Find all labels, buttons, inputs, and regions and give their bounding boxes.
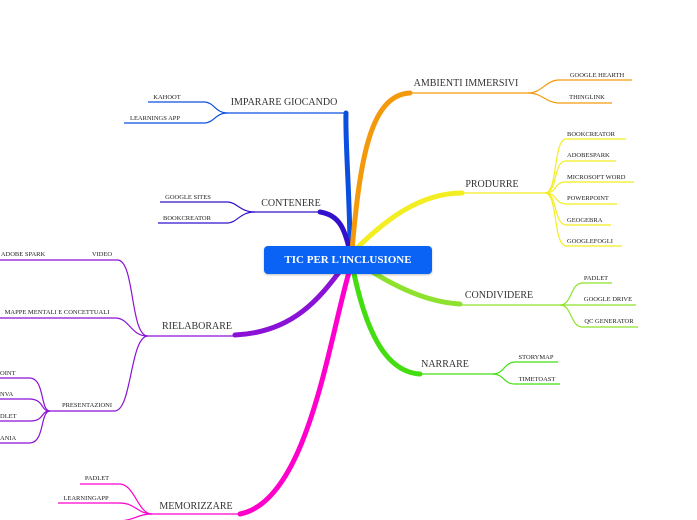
leaf-microsoft-word[interactable]: MICROSOFT WORD [567, 174, 626, 181]
leaf-kahoot[interactable]: KAHOOT [153, 94, 180, 101]
leaf-presentazioni-4[interactable]: ANIA [0, 435, 17, 442]
leaf-bookcreator-produrre[interactable]: BOOKCREATOR [567, 131, 616, 138]
leaf-googlefogli[interactable]: GOOGLEFOGLI [567, 238, 613, 245]
leaf-presentazioni-2[interactable]: NVA [0, 391, 14, 398]
node-rielaborare[interactable]: RIELABORARE [162, 321, 232, 332]
leaf-geogebra[interactable]: GEOGEBRA [567, 217, 603, 224]
leaf-google-drive[interactable]: GOOGLE DRIVE [584, 296, 632, 303]
node-imparare[interactable]: IMPARARE GIOCANDO [231, 97, 338, 108]
leaf-qc-generator[interactable]: QC GENERATOR [584, 318, 634, 325]
node-condividere[interactable]: CONDIVIDERE [465, 290, 533, 301]
node-video[interactable]: VIDEO [92, 251, 113, 258]
leaf-presentazioni-1[interactable]: OINT [0, 370, 16, 377]
node-produrre[interactable]: PRODURRE [465, 179, 518, 190]
leaf-adobe-spark[interactable]: ADOBE SPARK [1, 251, 46, 258]
node-ambienti[interactable]: AMBIENTI IMMERSIVI [414, 78, 519, 89]
leaf-padlet-memorizzare[interactable]: PADLET [85, 475, 109, 482]
leaf-learnings-app[interactable]: LEARNINGS APP [130, 115, 180, 122]
trunk-produrre [352, 190, 465, 253]
leaf-presentazioni-3[interactable]: DLET [0, 413, 17, 420]
central-topic[interactable]: TIC PER L'INCLUSIONE [264, 246, 432, 274]
leaf-bookcreator-contenere[interactable]: BOOKCREATOR [163, 215, 212, 222]
trunk-narrare [349, 261, 423, 377]
leaf-learningapp[interactable]: LEARNINGAPP [63, 495, 109, 502]
leaf-thinglink[interactable]: THINGLINK [569, 94, 605, 101]
node-narrare[interactable]: NARRARE [421, 359, 469, 370]
leaf-google-hearth[interactable]: GOOGLE HEARTH [570, 72, 625, 79]
trunk-memorizzare [237, 259, 355, 517]
leaf-padlet-condividere[interactable]: PADLET [584, 275, 608, 282]
leaf-google-sites[interactable]: GOOGLE SITES [165, 194, 211, 201]
node-mappe[interactable]: MAPPE MENTALI E CONCETTUALI [5, 309, 110, 316]
node-presentazioni[interactable]: PRESENTAZIONI [62, 402, 112, 409]
leaf-adobespark[interactable]: ADOBESPARK [567, 152, 610, 159]
node-contenere[interactable]: CONTENERE [261, 198, 320, 209]
leaf-powerpoint[interactable]: POWERPOINT [567, 195, 609, 202]
leaf-timetoast[interactable]: TIMETOAST [519, 376, 556, 383]
leaf-storymap[interactable]: STORYMAP [519, 354, 554, 361]
trunk-ambienti [349, 90, 413, 253]
trunk-imparare [343, 110, 353, 253]
node-memorizzare[interactable]: MEMORIZZARE [159, 501, 232, 512]
